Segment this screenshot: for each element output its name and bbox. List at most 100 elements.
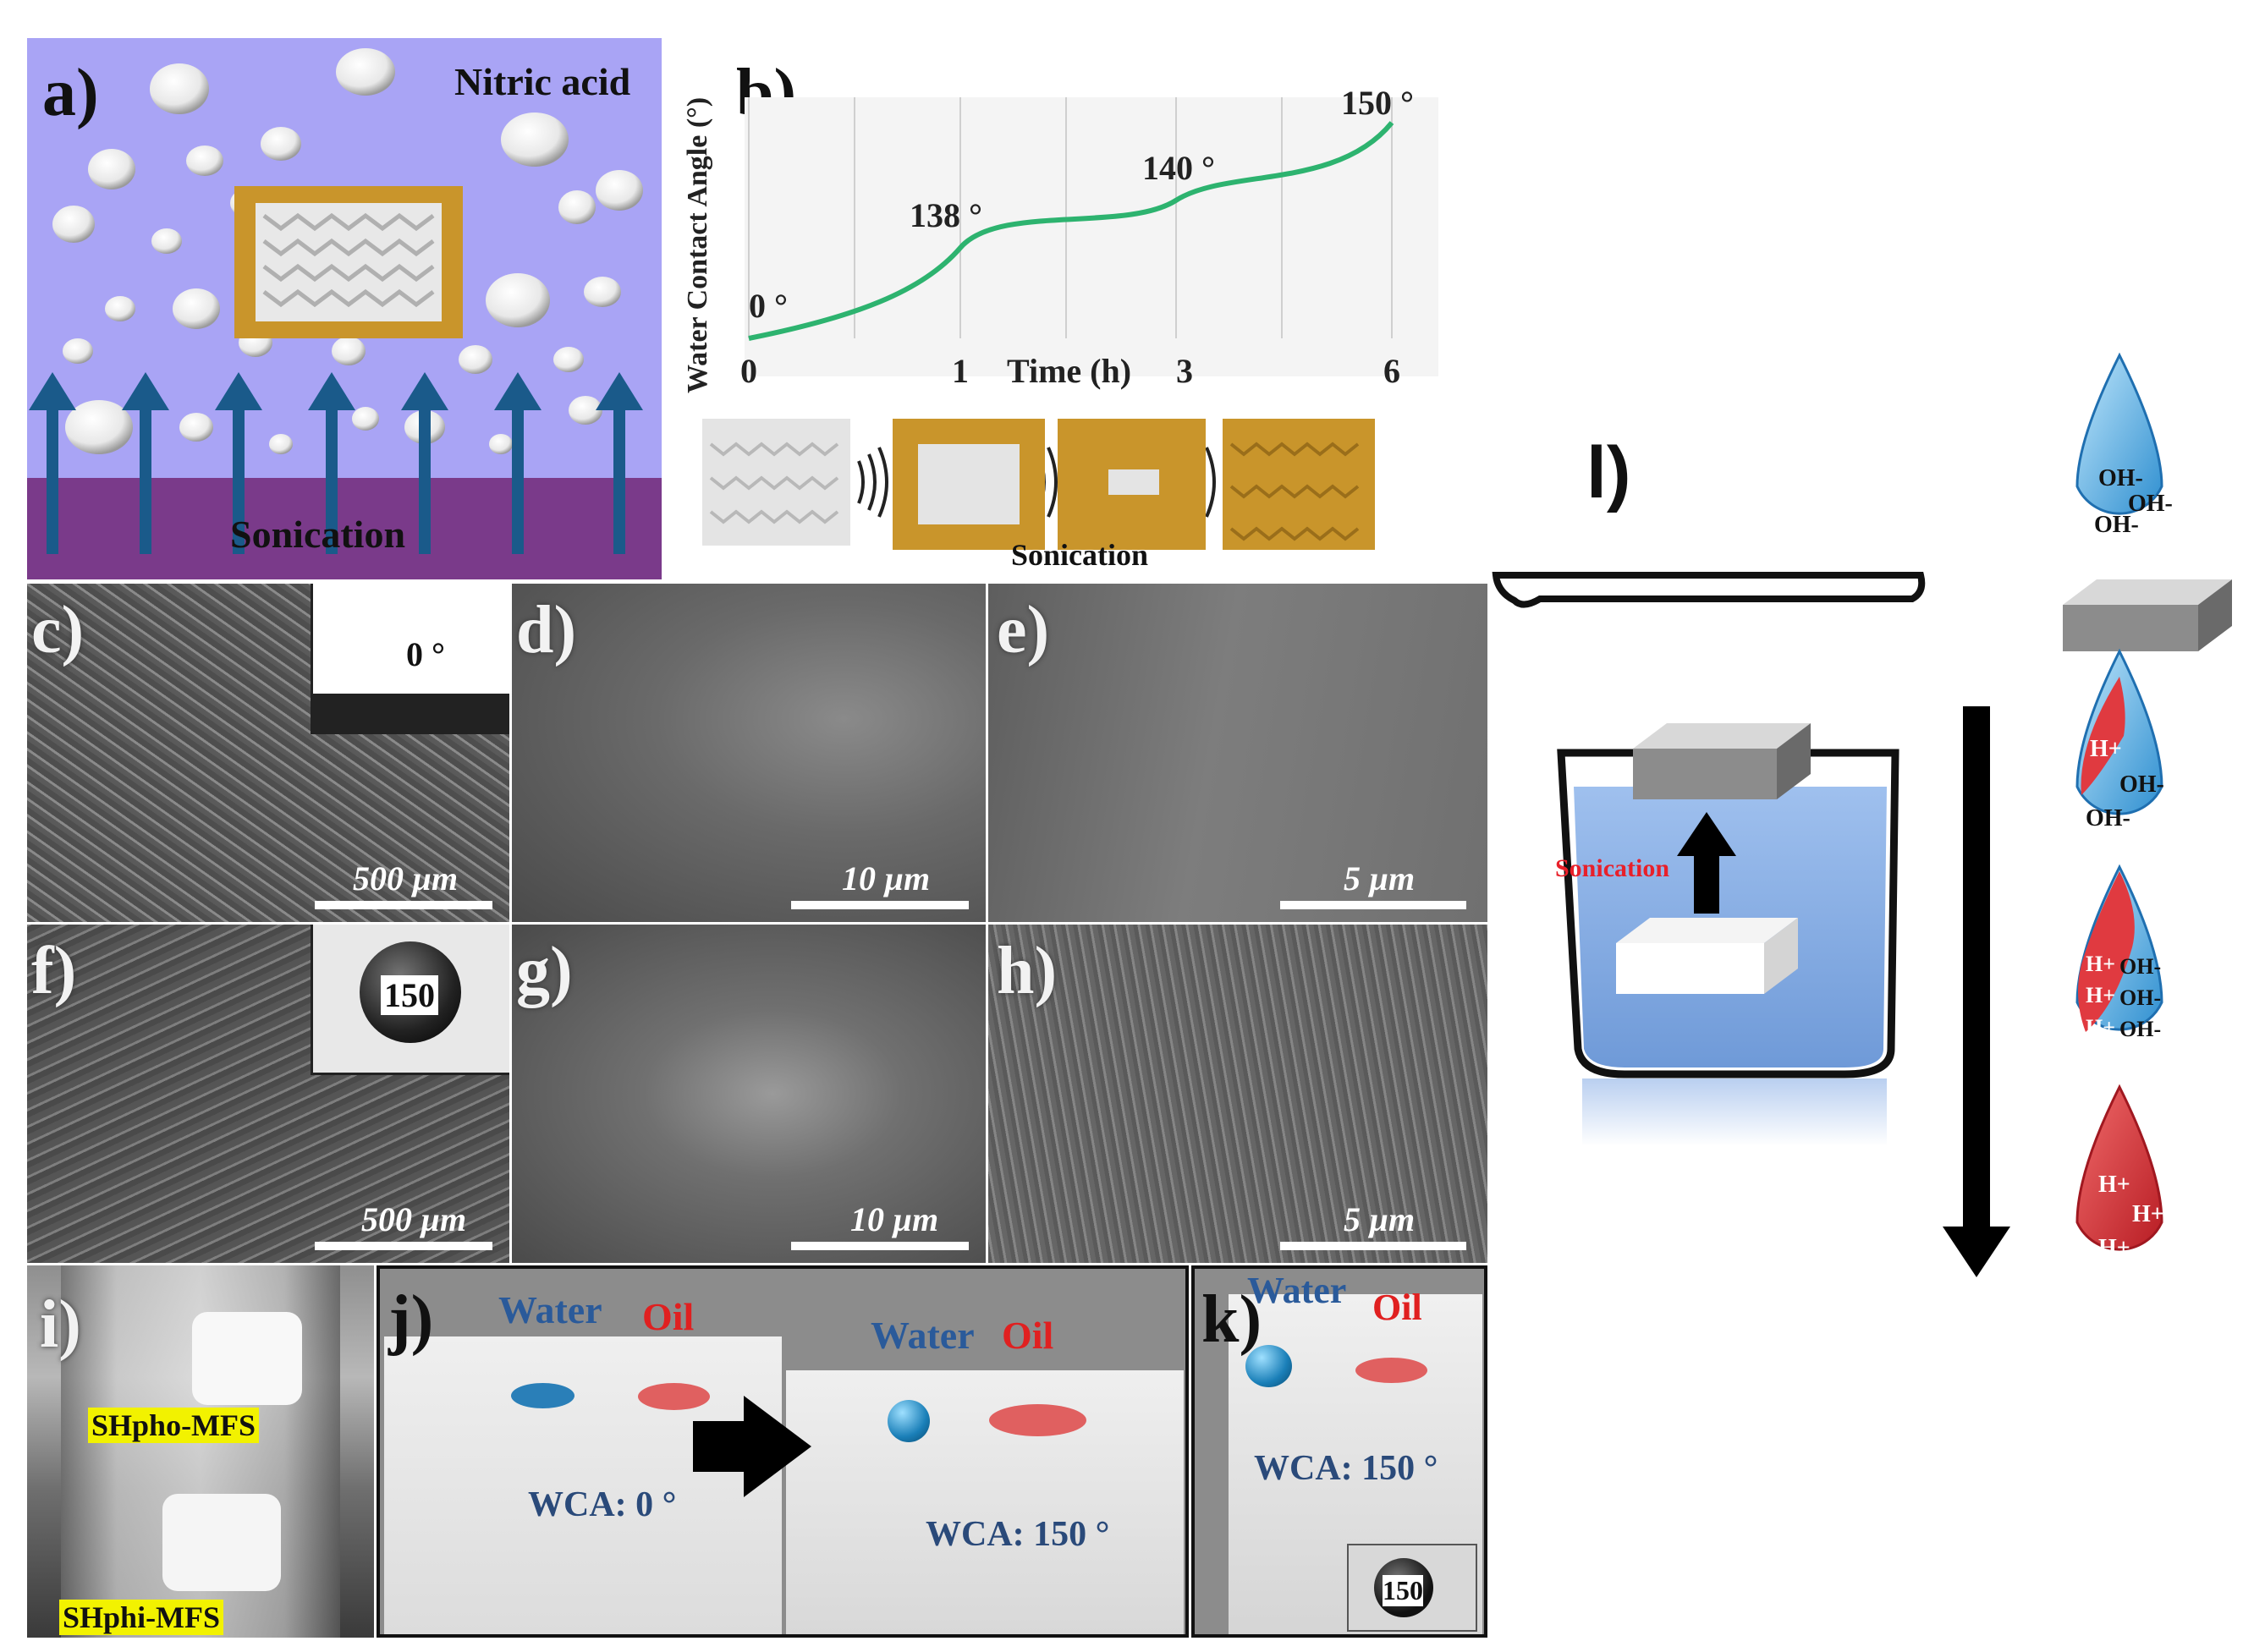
k-inset-angle: 150: [1383, 1575, 1423, 1606]
panel-c-label: c): [31, 593, 85, 667]
foam-stage-3: [1058, 419, 1206, 550]
scale-bar: [791, 901, 969, 909]
wca-label: WCA: 150 °: [1254, 1449, 1438, 1488]
drop-2-icon: [2075, 648, 2163, 815]
scale-label: 500 µm: [361, 1200, 467, 1238]
panel-l: l): [1489, 338, 2254, 1303]
oil-drop: [1355, 1358, 1427, 1383]
panel-c-inset-angle: 0 °: [406, 635, 445, 673]
scale-label: 5 µm: [1344, 1200, 1416, 1238]
wca-left: WCA: 0 °: [528, 1485, 677, 1524]
drop2-ion-1: H+: [2090, 736, 2122, 762]
foam-stage-1: [702, 419, 850, 546]
sonication-label: Sonication: [1555, 854, 1670, 882]
series-line: [748, 121, 1394, 341]
sonication-base: [27, 478, 662, 579]
x-tick-label: 3: [1176, 352, 1193, 390]
panel-h-label: h): [997, 934, 1058, 1008]
scale-bar: [1280, 1242, 1466, 1250]
drop2-ion-3: OH-: [2086, 805, 2130, 831]
panel-d-label: d): [516, 593, 577, 667]
drop1-ion-2: OH-: [2128, 491, 2173, 517]
panel-l-diagram: [1492, 352, 2232, 1277]
panel-e-label: e): [997, 593, 1050, 667]
x-axis-label: Time (h): [1007, 352, 1131, 390]
drop3-ion-3: H+: [2086, 983, 2116, 1007]
x-tick-label: 1: [952, 352, 969, 390]
panel-i-label: i): [40, 1287, 81, 1362]
foam-stage-4: [1223, 419, 1375, 550]
drop4-ion-3: H+: [2098, 1235, 2130, 1261]
panel-b-sonication-label: Sonication: [1011, 538, 1149, 572]
panel-l-label: l): [1586, 432, 1631, 513]
scale-label: 500 µm: [353, 859, 459, 897]
panel-f-inset-angle: 150: [381, 975, 438, 1015]
droplet-inset: 150: [1347, 1544, 1477, 1632]
panel-k-label: k): [1201, 1282, 1262, 1357]
drop2-ion-2: OH-: [2119, 771, 2164, 798]
scale-bar: [791, 1242, 969, 1250]
drop-1-icon: [2075, 352, 2163, 515]
shpho-mfs-tag: SHpho-MFS: [88, 1408, 260, 1443]
water-label-right: Water: [871, 1314, 975, 1357]
up-arrow-icon: [1677, 812, 1736, 914]
panel-a-illustration: [27, 48, 662, 579]
panel-k: k) Water Oil WCA: 150 ° 150: [1191, 1265, 1487, 1638]
shphi-mfs-tag: SHphi-MFS: [59, 1600, 224, 1635]
oil-drop-right: [989, 1404, 1086, 1436]
foam-top: [192, 1312, 302, 1405]
wca-right: WCA: 150 °: [926, 1515, 1110, 1554]
water-bead-right: [888, 1400, 930, 1442]
scale-bar: [315, 1242, 492, 1250]
transition-arrow: [744, 1396, 811, 1497]
point-label: 150 °: [1341, 84, 1414, 122]
y-axis-label: Water Contact Angle (°): [682, 97, 713, 393]
scale-label: 10 µm: [850, 1200, 939, 1238]
oil-label: Oil: [1372, 1287, 1422, 1328]
drop3-ion-5: H+: [2086, 1015, 2116, 1040]
beaker-reflection: [1582, 1078, 1887, 1146]
foam-stage-2: [893, 419, 1045, 550]
oil-label-left: Oil: [642, 1295, 695, 1338]
scale-bar: [315, 901, 492, 909]
sonication-arrows: [29, 372, 643, 554]
grey-block: [2063, 579, 2232, 651]
drop3-ion-6: OH-: [2119, 1017, 2162, 1041]
oil-label-right: Oil: [1002, 1314, 1054, 1357]
oil-drop-left: [638, 1383, 710, 1410]
sponge-right: [786, 1370, 1184, 1634]
drop-4-icon: [2075, 1084, 2163, 1251]
panel-f-label: f): [31, 934, 77, 1008]
panel-e: e) 5 µm: [988, 584, 1487, 922]
foam-bottom: [162, 1494, 281, 1591]
panel-h: h) 5 µm: [988, 925, 1487, 1263]
water-label-left: Water: [498, 1288, 602, 1331]
water-bead: [1245, 1345, 1292, 1387]
drop-3-icon: [2075, 864, 2163, 1032]
drop1-ion-3: OH-: [2094, 512, 2139, 538]
drop1-ion-1: OH-: [2098, 465, 2143, 491]
panel-j-label: j): [388, 1282, 434, 1357]
point-label: 138 °: [910, 196, 982, 234]
drop4-ion-1: H+: [2098, 1172, 2130, 1198]
panel-c: c) 0 ° 500 µm: [27, 584, 509, 922]
panel-g-label: g): [516, 934, 573, 1008]
panel-f-inset: 150: [311, 925, 509, 1075]
drop3-ion-2: OH-: [2119, 954, 2162, 979]
sunk-block: [1616, 918, 1798, 994]
panel-c-inset: 0 °: [311, 584, 509, 734]
drop3-ion-4: OH-: [2119, 985, 2162, 1010]
panel-a-title: Nitric acid: [454, 60, 631, 103]
panel-g: g) 10 µm: [512, 925, 986, 1263]
x-tick-label: 0: [740, 352, 757, 390]
sonication-sequence: [702, 419, 1375, 550]
plot-background: [745, 97, 1438, 376]
panel-a-label: a): [42, 56, 99, 130]
point-label: 140 °: [1142, 149, 1215, 187]
panel-f: f) 150 500 µm: [27, 925, 509, 1263]
beaker-rim: [1492, 572, 1926, 608]
arrow-shaft: [693, 1421, 752, 1472]
